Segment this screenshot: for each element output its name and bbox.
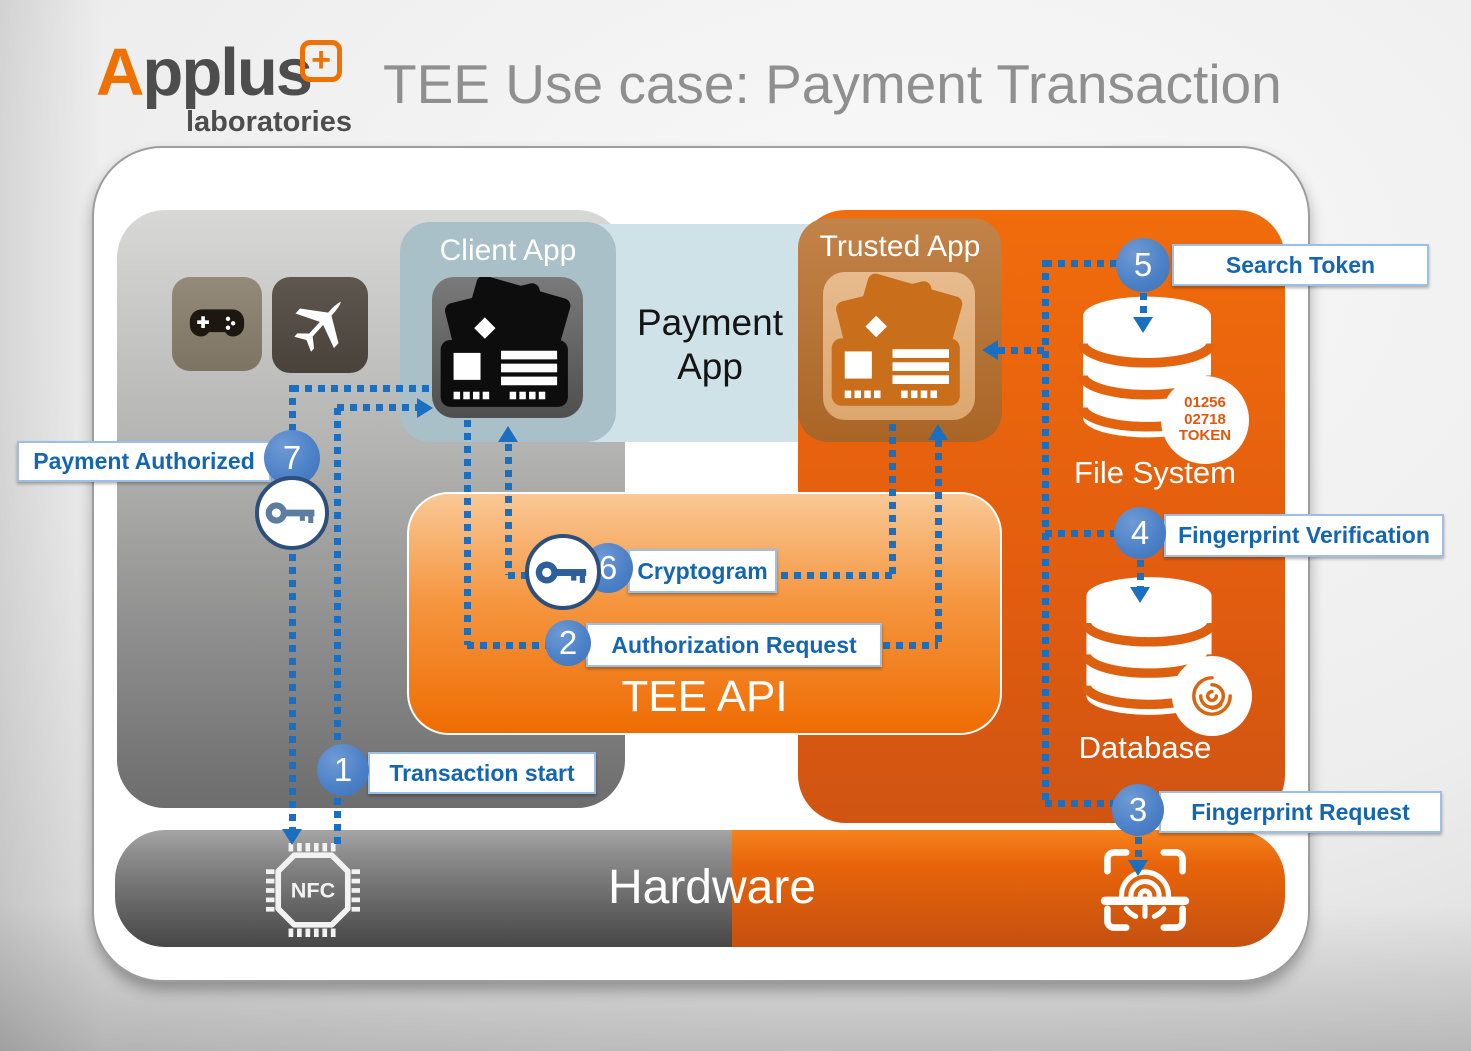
trusted-app-tile [823, 272, 975, 420]
hardware-label: Hardware [607, 861, 817, 914]
flow-token-return-arrow [982, 340, 998, 360]
flow-search-token-horizontal [1045, 260, 1117, 267]
payment-app-label-line1: Payment [636, 302, 783, 343]
flow-fp-verification-drop [1137, 560, 1144, 588]
flow-search-token-arrow [1133, 317, 1153, 333]
tee-api-label: TEE API [621, 672, 788, 721]
flow-fp-verification-arrow [1130, 587, 1150, 603]
trusted-payment-cards-icon [831, 273, 963, 406]
step-5-label: Search Token [1172, 244, 1429, 286]
flow-auth-request-vertical-left [464, 420, 471, 645]
database-label: Database [1078, 730, 1212, 765]
flow-cryptogram-vertical-right [889, 424, 896, 576]
hardware-bar-tee [732, 830, 1285, 947]
flow-transaction-start-arrow [417, 398, 433, 418]
flow-cryptogram-vertical-left [505, 444, 512, 575]
step-3-circle: 3 [1112, 784, 1164, 836]
logo-sub: laboratories [186, 106, 352, 138]
plus-badge-icon: + [300, 40, 342, 82]
flow-transaction-start-horizontal [337, 404, 417, 411]
payment-app-label-line2: App [677, 346, 743, 387]
nfc-chip-label: NFC [291, 878, 336, 903]
step-5-circle: 5 [1116, 238, 1170, 292]
logo-letter-a: A [96, 35, 144, 110]
fingerprint-scanner-icon [1098, 843, 1192, 942]
token-line-2: 02718 [1184, 410, 1226, 428]
step-2-label: Authorization Request [586, 623, 882, 667]
flow-transaction-start-vertical [334, 408, 341, 845]
trusted-app-label: Trusted App [819, 230, 981, 263]
airplane-app-tile [272, 277, 368, 373]
step-4-label: Fingerprint Verification [1164, 514, 1444, 557]
client-payment-cards-icon [440, 275, 571, 407]
cryptogram-key-badge [525, 534, 601, 610]
step-1-label: Transaction start [368, 752, 596, 794]
step-4-circle: 4 [1114, 507, 1166, 559]
nfc-chip-icon: NFC [266, 842, 360, 943]
flow-payment-authorized-arrow [282, 829, 302, 845]
flow-payment-authorized-horizontal [292, 385, 429, 392]
hardware-bar-ree [115, 830, 732, 947]
flow-auth-request-arrow [928, 424, 948, 440]
token-line-1: 01256 [1184, 393, 1226, 411]
flow-fp-request-drop [1135, 837, 1142, 861]
step-7-label: Payment Authorized [17, 441, 271, 482]
token-line-3: TOKEN [1178, 427, 1232, 445]
flow-cryptogram-arrow [498, 426, 518, 442]
flow-fp-request-horizontal [1045, 800, 1113, 807]
step-2-circle: 2 [545, 620, 591, 666]
gamepad-icon [189, 309, 245, 337]
database-fingerprint-badge [1172, 656, 1252, 736]
flow-auth-request-vertical-right [935, 440, 942, 645]
applus-logo: Applus + laboratories [96, 35, 396, 139]
step-3-label: Fingerprint Request [1159, 791, 1442, 833]
fingerprint-icon [1192, 676, 1232, 716]
file-system-label: File System [1074, 455, 1236, 490]
client-app-tile [432, 275, 583, 418]
flow-token-return-horizontal [998, 347, 1045, 354]
page-title: TEE Use case: Payment Transaction [383, 53, 1282, 115]
flow-payment-authorized-vertical [289, 385, 296, 829]
gamepad-app-tile [172, 277, 262, 371]
logo-wordmark: Applus [96, 35, 313, 110]
key-icon [535, 560, 587, 584]
key-icon [265, 502, 315, 524]
token-badge: 01256 02718 TOKEN [1161, 376, 1249, 464]
flow-fp-request-arrow [1128, 860, 1148, 876]
airplane-icon [294, 301, 342, 352]
payment-authorized-key-badge [255, 476, 329, 550]
step-1-circle: 1 [317, 744, 369, 796]
flow-search-token-drop [1140, 293, 1147, 319]
step-6-label: Cryptogram [628, 549, 777, 593]
client-app-label: Client App [439, 234, 577, 267]
flow-fp-verification-horizontal [1045, 530, 1115, 537]
